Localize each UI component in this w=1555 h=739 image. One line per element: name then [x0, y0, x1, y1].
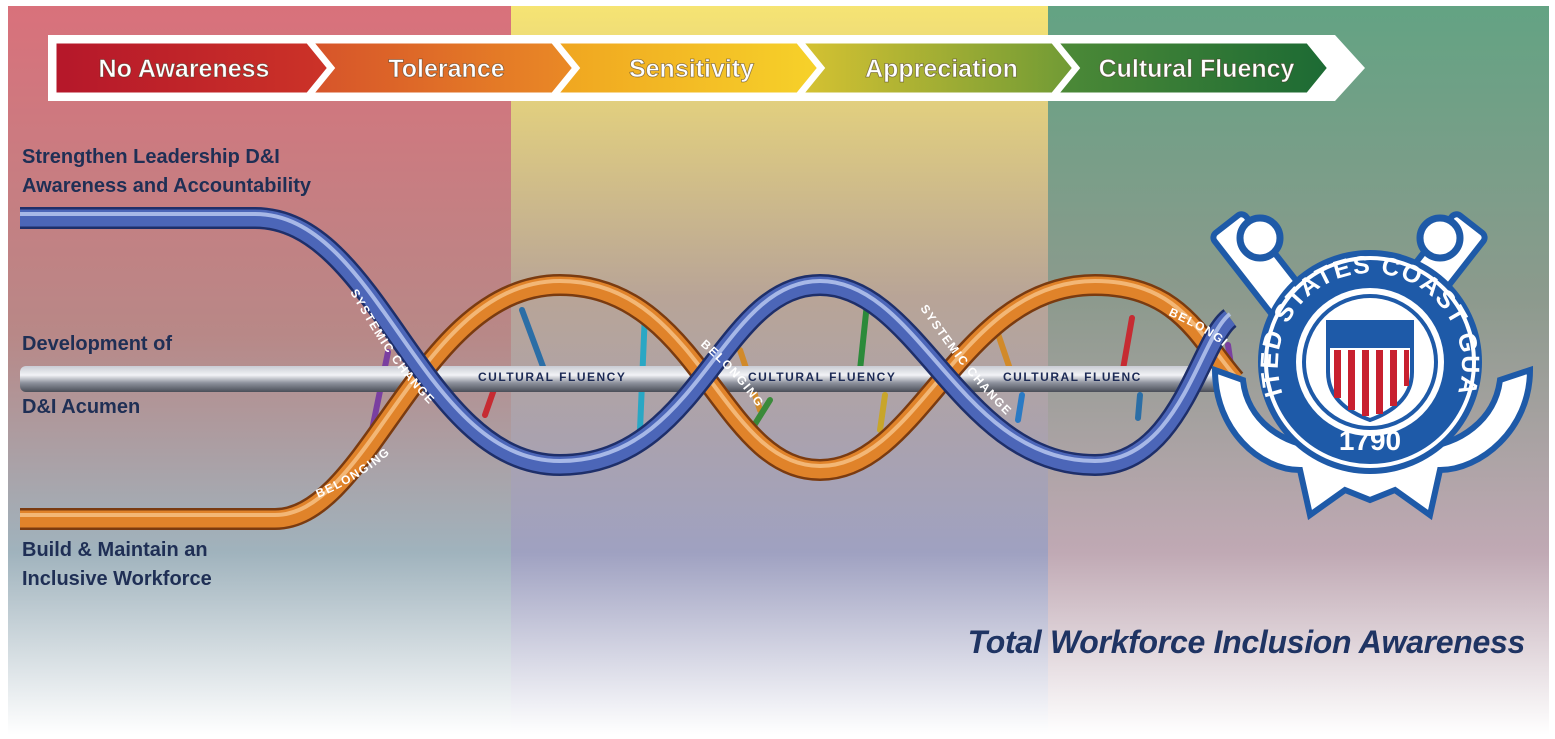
stage-label: Cultural Fluency: [1099, 55, 1295, 83]
label-leadership-line2: Awareness and Accountability: [22, 175, 311, 197]
orange-strand-shadow: [20, 285, 1235, 519]
label-inclusive-line1: Build & Maintain an: [22, 539, 208, 561]
label-leadership: Strengthen Leadership D&I Awareness and …: [22, 143, 311, 201]
rung: [877, 392, 888, 433]
label-acumen-line2: D&I Acumen: [22, 396, 141, 418]
footer-title: Total Workforce Inclusion Awareness: [967, 624, 1526, 660]
stage-label: Tolerance: [388, 55, 504, 83]
rod-label: CULTURAL FLUENCY: [478, 370, 626, 384]
stage-arrow-cultural-fluency: [1049, 38, 1334, 98]
rung: [519, 307, 548, 375]
label-inclusive: Build & Maintain an Inclusive Workforce: [22, 536, 212, 594]
base-pairs: [369, 291, 1235, 435]
stage-label: Appreciation: [865, 55, 1018, 83]
orange-strand-highlight: [18, 279, 1237, 517]
shield-icon: [1326, 320, 1414, 423]
blue-strand: [20, 218, 1230, 465]
rung: [1135, 392, 1143, 421]
stage-label: No Awareness: [99, 55, 270, 83]
label-acumen-line1: Development of: [22, 333, 173, 355]
blue-strand-highlight: [18, 212, 1232, 463]
label-leadership-line1: Strengthen Leadership D&I: [22, 146, 280, 168]
rod-label: CULTURAL FLUENCY: [748, 370, 896, 384]
orange-strand: [20, 285, 1235, 519]
rod-label: CULTURAL FLUENC: [1003, 370, 1142, 384]
stage-progression: No Awareness Tolerance Sensitivity Apprecia…: [48, 35, 1365, 101]
stage-label: Sensitivity: [629, 55, 754, 83]
rung: [1119, 315, 1135, 378]
rung: [1015, 392, 1025, 423]
seal-year: 1790: [1339, 425, 1401, 456]
label-inclusive-line2: Inclusive Workforce: [22, 568, 212, 590]
blue-strand-shadow: [20, 218, 1230, 465]
